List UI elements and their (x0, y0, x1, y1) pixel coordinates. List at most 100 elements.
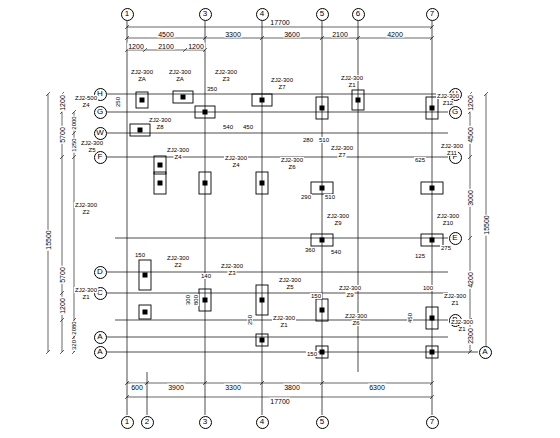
dimension-text: 125 (414, 253, 426, 259)
footing-tag: ZJ2-500 (74, 95, 98, 101)
axis-bubble: A (94, 346, 107, 359)
axis-label: 7 (430, 10, 434, 18)
dimension-text: 4200 (386, 31, 404, 38)
dimension-text: 2300 (467, 327, 474, 345)
footing-tag: ZJ2-300 (80, 140, 104, 146)
footing-tag: Z8 (155, 124, 164, 130)
axis-label: G (97, 108, 103, 116)
dimension-text: 17700 (269, 398, 290, 405)
axis-bubble: 2 (141, 416, 154, 429)
axis-label: 1 (125, 418, 129, 426)
axis-label: 4 (260, 418, 264, 426)
footing-tag: Z2 (173, 262, 182, 268)
footing-tag: Z7 (277, 84, 286, 90)
footing-tag: Z10 (442, 220, 454, 226)
footing-tag: ZJ2-300 (270, 77, 294, 83)
axis-bubble: 1 (121, 416, 134, 429)
axis-bubble: 1 (121, 8, 134, 21)
axis-bubble: 5 (316, 8, 329, 21)
footing-tag: Z5 (87, 147, 96, 153)
footing-tag: ZJ2-300 (166, 147, 190, 153)
footing-tag: Z12 (442, 100, 454, 106)
footing-tag: Z3 (227, 270, 236, 276)
dimension-text: 3000 (467, 189, 474, 207)
footing-tag: Z1 (450, 300, 459, 306)
dimension-text: 250 (115, 96, 121, 108)
dimension-text: 300 (185, 294, 191, 306)
axis-label: E (452, 234, 457, 242)
dimension-text: 150 (306, 351, 318, 357)
dimension-text: 350 (206, 86, 218, 92)
footing-tag: ZJ2-300 (443, 293, 467, 299)
dimension-text: 250 (247, 314, 253, 326)
footing-tag: ZJ2-300 (440, 143, 464, 149)
dimension-text: 15500 (483, 214, 490, 235)
axis-label: A (97, 333, 102, 341)
axis-bubble: 7 (426, 8, 439, 21)
axis-label: 2 (145, 418, 149, 426)
dimension-text: 275 (440, 245, 452, 251)
footing-tag: Z1 (347, 82, 356, 88)
axis-bubble: 3 (199, 8, 212, 21)
footing-tag: ZJ2-300 (326, 213, 350, 219)
axis-label: A (97, 348, 102, 356)
axis-label: 5 (320, 10, 324, 18)
axis-bubble: A (94, 331, 107, 344)
axis-label: 3 (203, 10, 207, 18)
footing-tag: Z5 (285, 284, 294, 290)
axis-bubble: W (94, 127, 107, 140)
dimension-text: 3300 (224, 384, 242, 391)
dimension-text: 3300 (224, 31, 242, 38)
footings (130, 90, 443, 358)
footing-tag: ZJ2-300 (272, 315, 296, 321)
footing-tag: ZJ2-300 (168, 69, 192, 75)
dimension-text: 600 (130, 384, 144, 391)
footing-tag: Z9 (333, 220, 342, 226)
axis-label: A (482, 348, 487, 356)
dimension-text: 2000 (71, 115, 77, 130)
axis-bubble: 7 (426, 416, 439, 429)
dimension-text: 1200 (59, 94, 66, 112)
axis-bubble: 3 (199, 416, 212, 429)
axis-label: F (98, 153, 103, 161)
dimension-text: 5700 (59, 126, 66, 144)
footing-tag: ZJ2-300 (74, 287, 98, 293)
dimension-text: 3800 (283, 384, 301, 391)
dimension-text: 4500 (467, 126, 474, 144)
dimension-text: 3900 (167, 384, 185, 391)
dimension-text: 1200 (127, 43, 145, 50)
footing-tag: Z7 (337, 152, 346, 158)
dimension-text: 450 (407, 312, 413, 324)
dimension-text: 320 (71, 339, 77, 351)
dimension-text: 800 (193, 294, 199, 306)
dimension-text: 4500 (157, 31, 175, 38)
footing-tag: ZA (175, 76, 185, 82)
axis-bubble: 4 (256, 416, 269, 429)
dimension-text: 2100 (331, 31, 349, 38)
dimension-text: 1250 (71, 137, 77, 152)
footing-tag: ZJ2-300 (130, 69, 154, 75)
footing-tag: ZJ2-300 (330, 145, 354, 151)
dimension-text: 540 (222, 124, 234, 130)
footing-tag: ZJ2-300 (220, 263, 244, 269)
axis-label: 3 (203, 418, 207, 426)
axis-bubble: 6 (352, 8, 365, 21)
axis-bubble: 4 (256, 8, 269, 21)
axis-label: 4 (260, 10, 264, 18)
dimension-text: 150 (134, 252, 146, 258)
footing-tag: ZJ2-300 (214, 69, 238, 75)
footing-tag: Z3 (221, 76, 230, 82)
footing-tag: Z9 (345, 292, 354, 298)
axis-label: 1 (125, 10, 129, 18)
footing-tag: ZJ2-300 (338, 285, 362, 291)
footing-tag: ZJ2-300 (224, 155, 248, 161)
footing-tag: ZJ2-300 (280, 157, 304, 163)
axis-label: 5 (320, 418, 324, 426)
dimension-text: 290 (300, 194, 312, 200)
dimension-text: 1200 (59, 297, 66, 315)
dimension-text: 3600 (283, 31, 301, 38)
dimension-lines (46, 25, 488, 399)
dimension-text: 1200 (187, 43, 205, 50)
